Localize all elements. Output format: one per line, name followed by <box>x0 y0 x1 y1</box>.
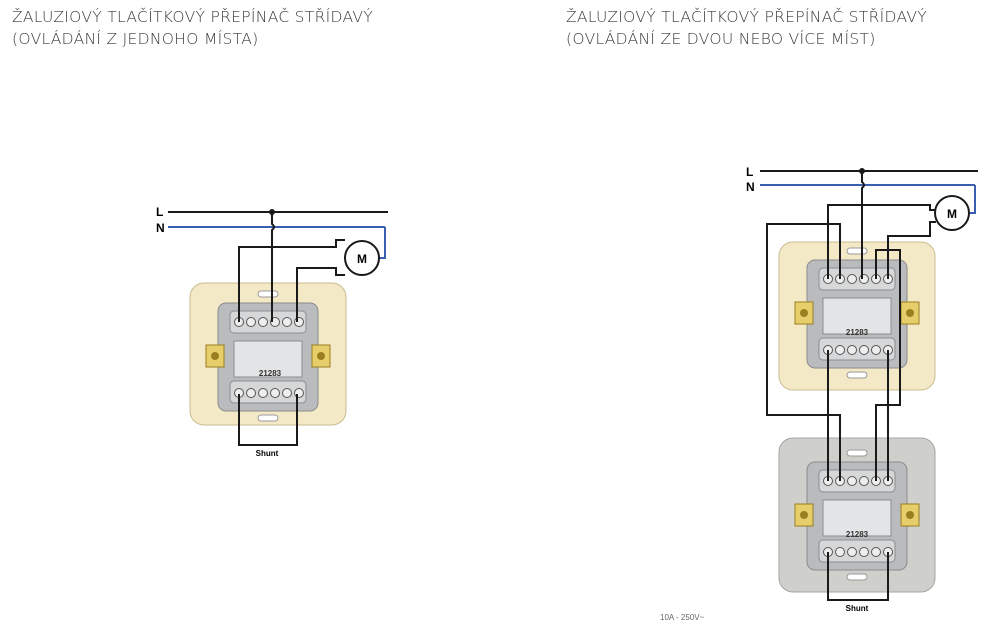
left-label-N: N <box>156 221 165 235</box>
right-title-line1: ŽALUZIOVÝ TLAČÍTKOVÝ PŘEPÍNAČ STŘÍDAVÝ <box>566 8 928 26</box>
rating-footer: 10A - 250V~ <box>660 613 705 622</box>
right-label-L: L <box>746 165 753 179</box>
left-motor-icon <box>344 240 380 276</box>
left-device-code: 21283 <box>259 369 282 378</box>
right-diagram: 21283 21283 L N M Shunt <box>746 165 978 613</box>
right-title-line2: (OVLÁDÁNÍ ZE DVOU NEBO VÍCE MÍST) <box>566 30 876 48</box>
left-label-L: L <box>156 205 163 219</box>
left-switch-mechanism <box>205 290 331 422</box>
left-title-line1: ŽALUZIOVÝ TLAČÍTKOVÝ PŘEPÍNAČ STŘÍDAVÝ <box>12 8 374 26</box>
right-bottom-switch-mechanism <box>794 449 920 581</box>
right-shunt-label: Shunt <box>846 604 869 613</box>
left-motor-label: M <box>357 252 367 266</box>
right-title: ŽALUZIOVÝ TLAČÍTKOVÝ PŘEPÍNAČ STŘÍDAVÝ (… <box>566 6 927 50</box>
left-diagram: 21283 L N M Shunt <box>156 205 388 458</box>
right-top-device-code: 21283 <box>846 328 869 337</box>
left-shunt-label: Shunt <box>256 449 279 458</box>
right-bottom-device-code: 21283 <box>846 530 869 539</box>
right-motor-icon <box>934 195 970 231</box>
right-label-N: N <box>746 180 755 194</box>
right-motor-label: M <box>947 207 957 221</box>
left-title-line2: (OVLÁDÁNÍ Z JEDNOHO MÍSTA) <box>12 30 259 48</box>
left-title: ŽALUZIOVÝ TLAČÍTKOVÝ PŘEPÍNAČ STŘÍDAVÝ (… <box>12 6 373 50</box>
